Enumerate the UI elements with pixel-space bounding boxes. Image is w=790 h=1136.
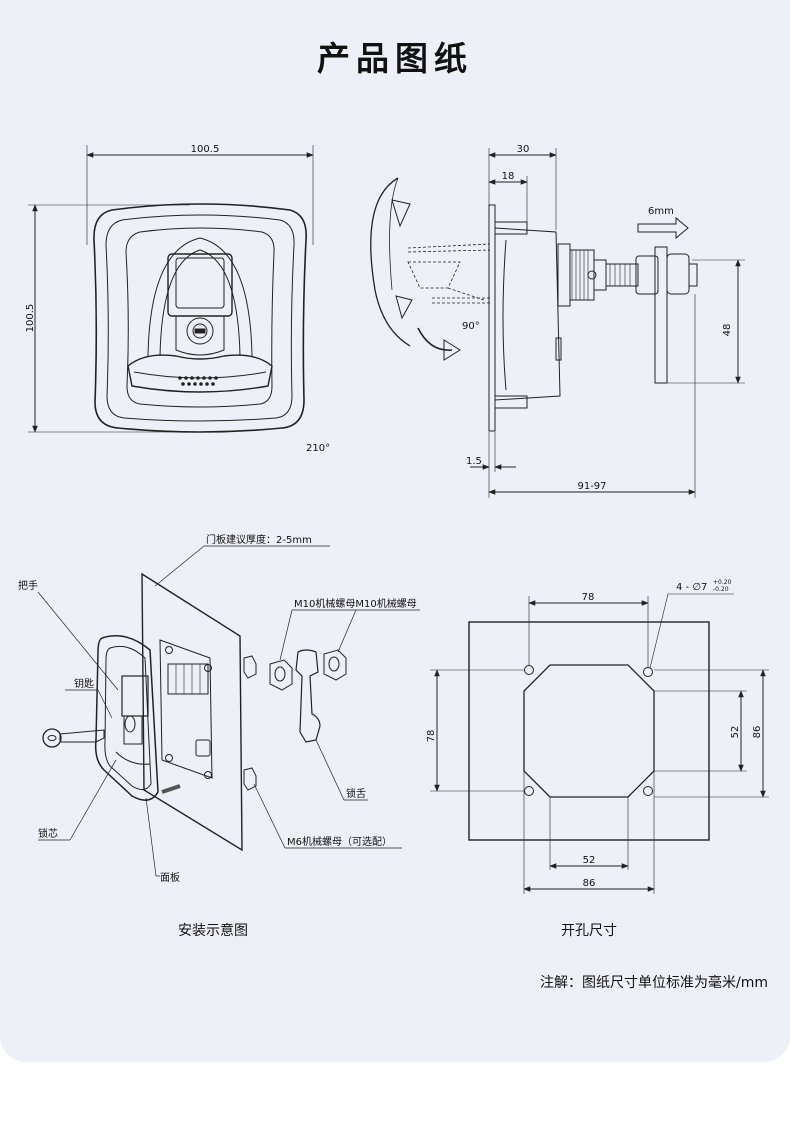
nut-m10-label: M10机械螺母M10机械螺母 <box>294 597 417 610</box>
unit-note: 注解：图纸尺寸单位标准为毫米/mm <box>540 975 768 991</box>
rotation-label: 210° <box>306 443 330 454</box>
dim-48: 48 <box>722 324 733 337</box>
dim-18: 18 <box>502 171 515 182</box>
dim-86-bottom: 86 <box>583 878 596 889</box>
key-label: 钥匙 <box>74 677 94 690</box>
front-view <box>28 145 314 433</box>
handle-label: 把手 <box>18 579 38 592</box>
nut-m6-label: M6机械螺母（可选配） <box>287 835 392 848</box>
hole-spec-label: 4 - ∅7 <box>676 582 707 593</box>
drawing-card <box>0 0 790 1062</box>
tolerance-plus: +0.20 <box>713 579 732 586</box>
cutout-caption: 开孔尺寸 <box>561 923 617 939</box>
lock-core-label: 锁芯 <box>38 827 58 840</box>
dim-1-5: 1.5 <box>466 456 482 467</box>
door-thickness-label: 门板建议厚度：2-5mm <box>206 533 312 546</box>
dim-78-left: 78 <box>426 730 437 743</box>
dim-86-right: 86 <box>752 726 763 739</box>
dim-78-top: 78 <box>582 592 595 603</box>
dim-91-97: 91-97 <box>577 481 606 492</box>
stroke-label: 6mm <box>648 206 674 217</box>
dim-52-bottom: 52 <box>583 855 596 866</box>
angle-label: 90° <box>462 321 480 332</box>
install-caption: 安装示意图 <box>178 923 248 939</box>
tolerance-minus: -0.20 <box>713 586 729 593</box>
front-width-label: 100.5 <box>191 144 220 155</box>
tongue-label: 锁舌 <box>346 787 366 800</box>
install-diagram <box>37 545 420 877</box>
side-view <box>370 148 745 498</box>
panel-label: 面板 <box>160 871 180 884</box>
page-title: 产品图纸 <box>317 39 473 78</box>
dim-30: 30 <box>517 144 530 155</box>
dim-52-right: 52 <box>730 726 741 739</box>
front-height-label: 100.5 <box>25 304 36 333</box>
grip-dots <box>178 376 218 386</box>
cutout-diagram <box>430 593 769 894</box>
